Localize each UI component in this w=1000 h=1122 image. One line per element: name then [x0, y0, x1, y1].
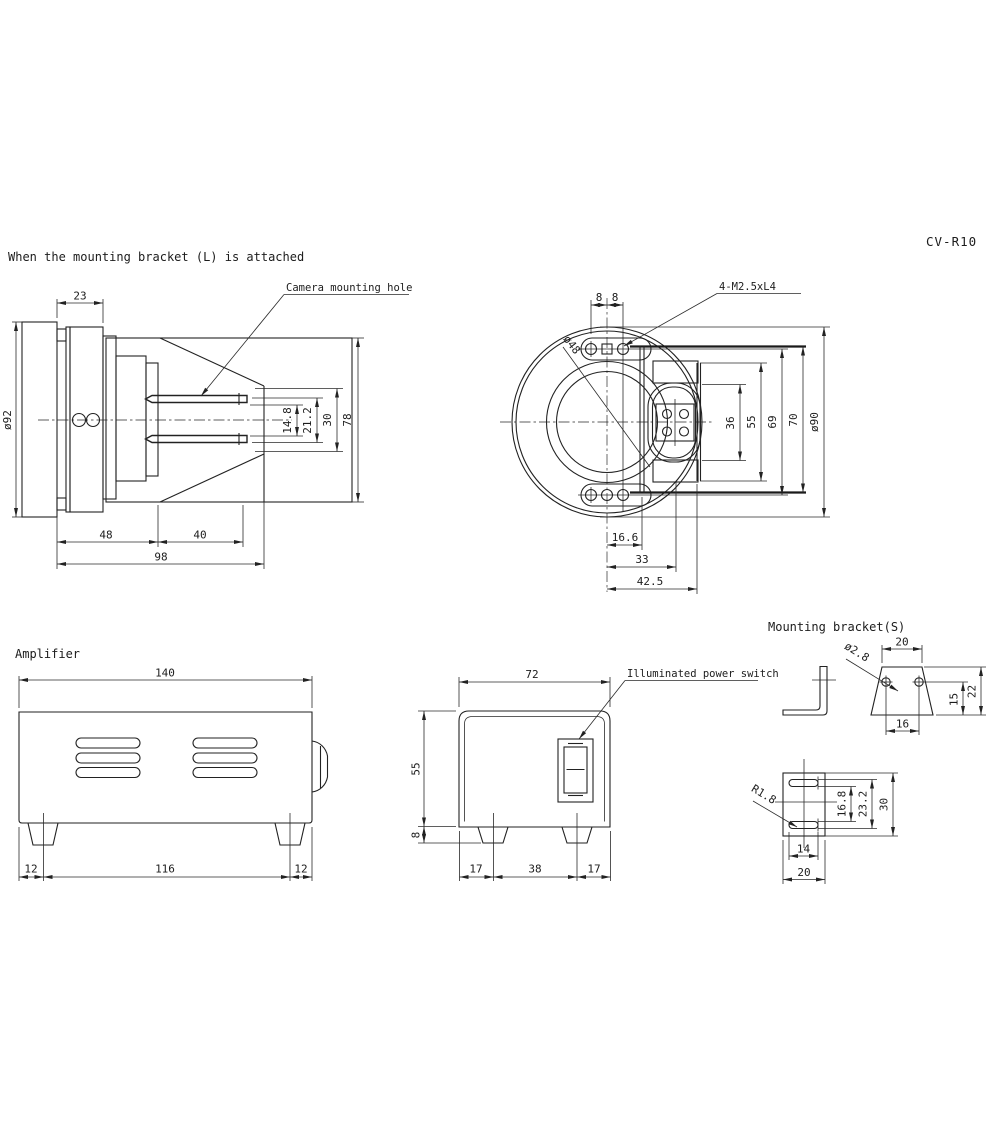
leader-line: [623, 293, 718, 347]
dim-dia48: ø48: [561, 333, 583, 357]
dim-69: 69: [766, 415, 779, 428]
amplifier-side-view: Amplifier 140 12 116 12: [15, 647, 329, 881]
camera-hole-label: Camera mounting hole: [286, 282, 412, 294]
amplifier-front-body: [458, 710, 611, 828]
dim-dia92: ø92: [1, 410, 14, 430]
ring-light-front-plate: [21, 321, 58, 518]
side-power-switch: [311, 740, 329, 793]
dim-70: 70: [787, 413, 800, 426]
dim-42-5: 42.5: [637, 575, 664, 588]
screw-spec-label: 4-M2.5xL4: [719, 281, 776, 293]
mounting-screw-bottom: [144, 434, 248, 444]
dim-8-left: 8: [596, 291, 603, 304]
dim-17-right: 17: [587, 863, 600, 876]
dim-40: 40: [193, 529, 206, 542]
dim-36: 36: [724, 416, 737, 429]
dim-23: 23: [73, 290, 86, 303]
dim-21-2: 21.2: [301, 407, 314, 434]
dim-12-right: 12: [294, 863, 307, 876]
bracket-l-side-view: When the mounting bracket (L) is attache…: [1, 250, 412, 569]
power-switch: [557, 738, 594, 803]
foot: [274, 822, 306, 846]
leader-line: [200, 294, 285, 397]
mounting-screw-top: [144, 394, 248, 404]
dim-20-top: 20: [895, 636, 908, 649]
dim-30: 30: [321, 413, 334, 426]
dim-140: 140: [155, 667, 175, 680]
dim-30: 30: [878, 798, 891, 811]
amplifier-front-view: Illuminated power switch 72 55 8 17 38 1…: [410, 668, 779, 881]
dim-14: 14: [797, 843, 811, 856]
dim-48: 48: [99, 529, 112, 542]
dim-98: 98: [154, 551, 167, 564]
leader-line: [578, 680, 626, 740]
dim-17-left: 17: [469, 863, 482, 876]
dim-116: 116: [155, 863, 175, 876]
slot: [788, 778, 819, 788]
dim-22: 22: [966, 685, 979, 698]
dim-12-left: 12: [24, 863, 37, 876]
dim-23-2: 23.2: [857, 791, 870, 818]
view-title: Amplifier: [15, 647, 80, 661]
foot: [561, 826, 593, 844]
view-title: Mounting bracket(S): [768, 620, 905, 634]
mounting-bracket-s-view: Mounting bracket(S) 20 ø2.8 15 22 16: [749, 620, 986, 884]
dim-r1-8: R1.8: [749, 782, 778, 807]
dim-33: 33: [635, 553, 648, 566]
dim-16-6: 16.6: [612, 531, 639, 544]
foot: [27, 822, 59, 846]
dim-20-bottom: 20: [797, 866, 810, 879]
connector-boss: [647, 382, 701, 463]
dim-55: 55: [410, 762, 423, 775]
dim-16: 16: [896, 718, 909, 731]
dim-38: 38: [528, 863, 541, 876]
dim-55: 55: [745, 415, 758, 428]
vent-slot: [75, 737, 141, 749]
bracket-l-front-view: 4-M2.5xL4 ø48 8 8 36 55 69 70 ø90 16.6: [500, 281, 830, 594]
view-title: When the mounting bracket (L) is attache…: [8, 250, 304, 264]
bracket-s-profile: [782, 665, 828, 716]
bracket-s-front: [870, 666, 934, 716]
dim-15: 15: [948, 693, 961, 706]
foot: [477, 826, 509, 844]
dim-14-8: 14.8: [281, 407, 294, 434]
dim-dia2-8: ø2.8: [842, 639, 871, 664]
dim-dia90: ø90: [808, 412, 821, 432]
dim-8: 8: [410, 832, 423, 839]
dim-16-8: 16.8: [836, 791, 849, 818]
dim-78: 78: [341, 413, 354, 426]
amplifier-body: [18, 711, 313, 824]
model-number: CV-R10: [926, 234, 977, 249]
dim-8-right: 8: [612, 291, 619, 304]
switch-label: Illuminated power switch: [627, 668, 779, 680]
dim-72: 72: [525, 668, 538, 681]
